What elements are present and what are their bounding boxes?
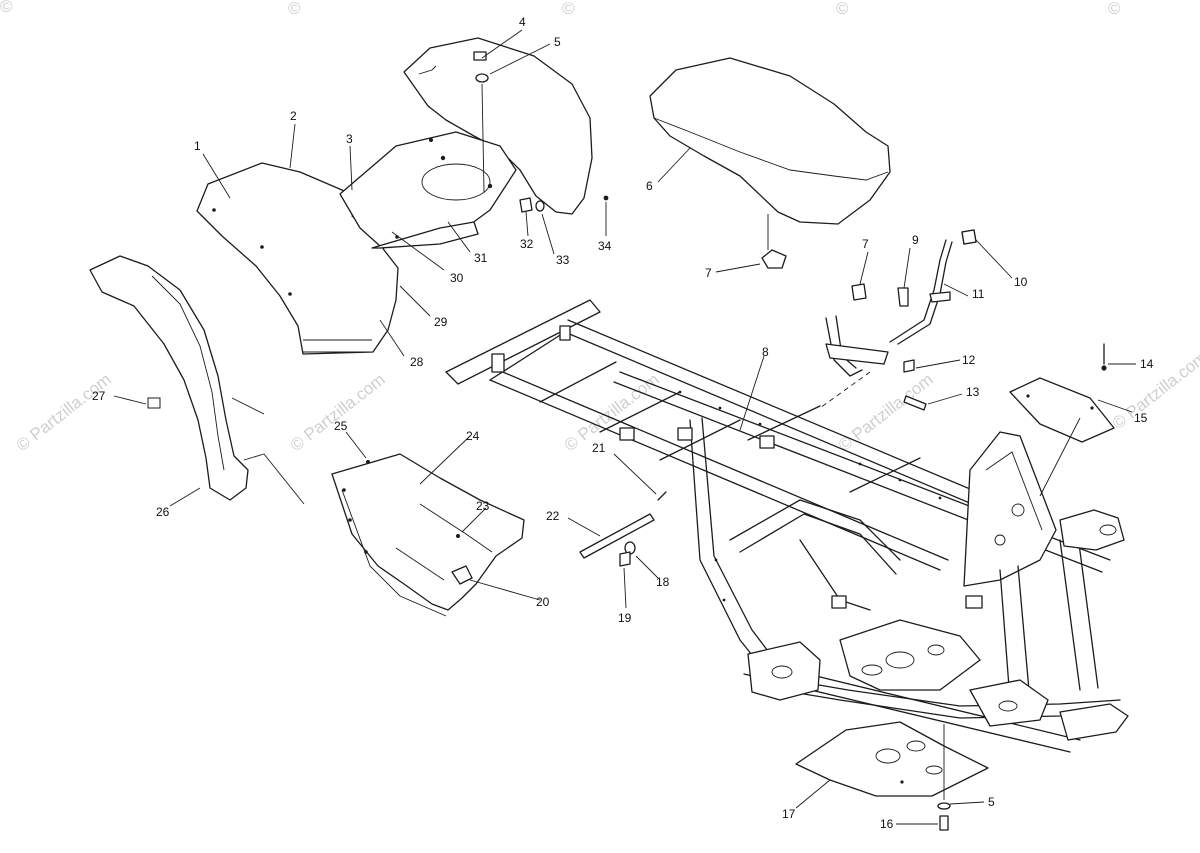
callout-28: 28 [410, 355, 424, 369]
callout-15: 15 [1134, 411, 1148, 425]
fender-flap-part [89, 255, 305, 505]
seat-part [649, 57, 891, 269]
callout-19: 19 [618, 611, 632, 625]
watermark-text: © [1108, 0, 1121, 18]
watermark-text: © [836, 0, 849, 18]
footrest-part [331, 453, 525, 617]
callout-32: 32 [520, 237, 534, 251]
watermark-text: © [0, 0, 13, 16]
callout-1: 1 [194, 139, 201, 153]
callout-14: 14 [1140, 357, 1154, 371]
callout-8: 8 [762, 345, 769, 359]
callout-21: 21 [592, 441, 606, 455]
callout-12: 12 [962, 353, 976, 367]
callout-24: 24 [466, 429, 480, 443]
callout-11: 11 [972, 287, 985, 301]
callout-33: 33 [556, 253, 570, 267]
watermark-text: © [288, 0, 301, 18]
callout-26: 26 [156, 505, 170, 519]
watermark-text: © Partzilla.com [13, 370, 115, 456]
callout-labels: 1 2 3 4 5 6 7 7 8 9 10 11 12 13 14 15 16… [92, 15, 1154, 831]
callout-27: 27 [92, 389, 106, 403]
hardware-parts [366, 51, 1107, 831]
callout-9: 9 [912, 233, 919, 247]
callout-34: 34 [598, 239, 612, 253]
callout-17: 17 [782, 807, 796, 821]
main-frame-part [445, 299, 1129, 753]
watermark-text: © Partzilla.com [835, 370, 937, 456]
callout-7: 7 [862, 237, 869, 251]
skid-plate-part [795, 721, 989, 797]
leader-lines [113, 29, 1136, 825]
callout-2: 2 [290, 109, 297, 123]
watermark-text: © [562, 0, 575, 18]
callout-10: 10 [1014, 275, 1028, 289]
callout-18: 18 [656, 575, 670, 589]
callout-3: 3 [346, 132, 353, 146]
callout-16: 16 [880, 817, 894, 831]
callout-25: 25 [334, 419, 348, 433]
callout-20: 20 [536, 595, 550, 609]
callout-7: 7 [705, 266, 712, 280]
callout-30: 30 [450, 271, 464, 285]
watermark-text: © Partzilla.com [1109, 348, 1200, 434]
callout-5: 5 [988, 795, 995, 809]
rear-fender-part [196, 37, 593, 355]
callout-31: 31 [474, 251, 488, 265]
skid-plate-part [1009, 377, 1115, 443]
watermark-text: © Partzilla.com [287, 370, 389, 456]
callout-22: 22 [546, 509, 560, 523]
callout-5: 5 [554, 35, 561, 49]
callout-23: 23 [476, 499, 490, 513]
callout-29: 29 [434, 315, 448, 329]
callout-6: 6 [646, 179, 653, 193]
seat-latch-part [825, 229, 977, 377]
callout-13: 13 [966, 385, 980, 399]
callout-4: 4 [519, 15, 526, 29]
